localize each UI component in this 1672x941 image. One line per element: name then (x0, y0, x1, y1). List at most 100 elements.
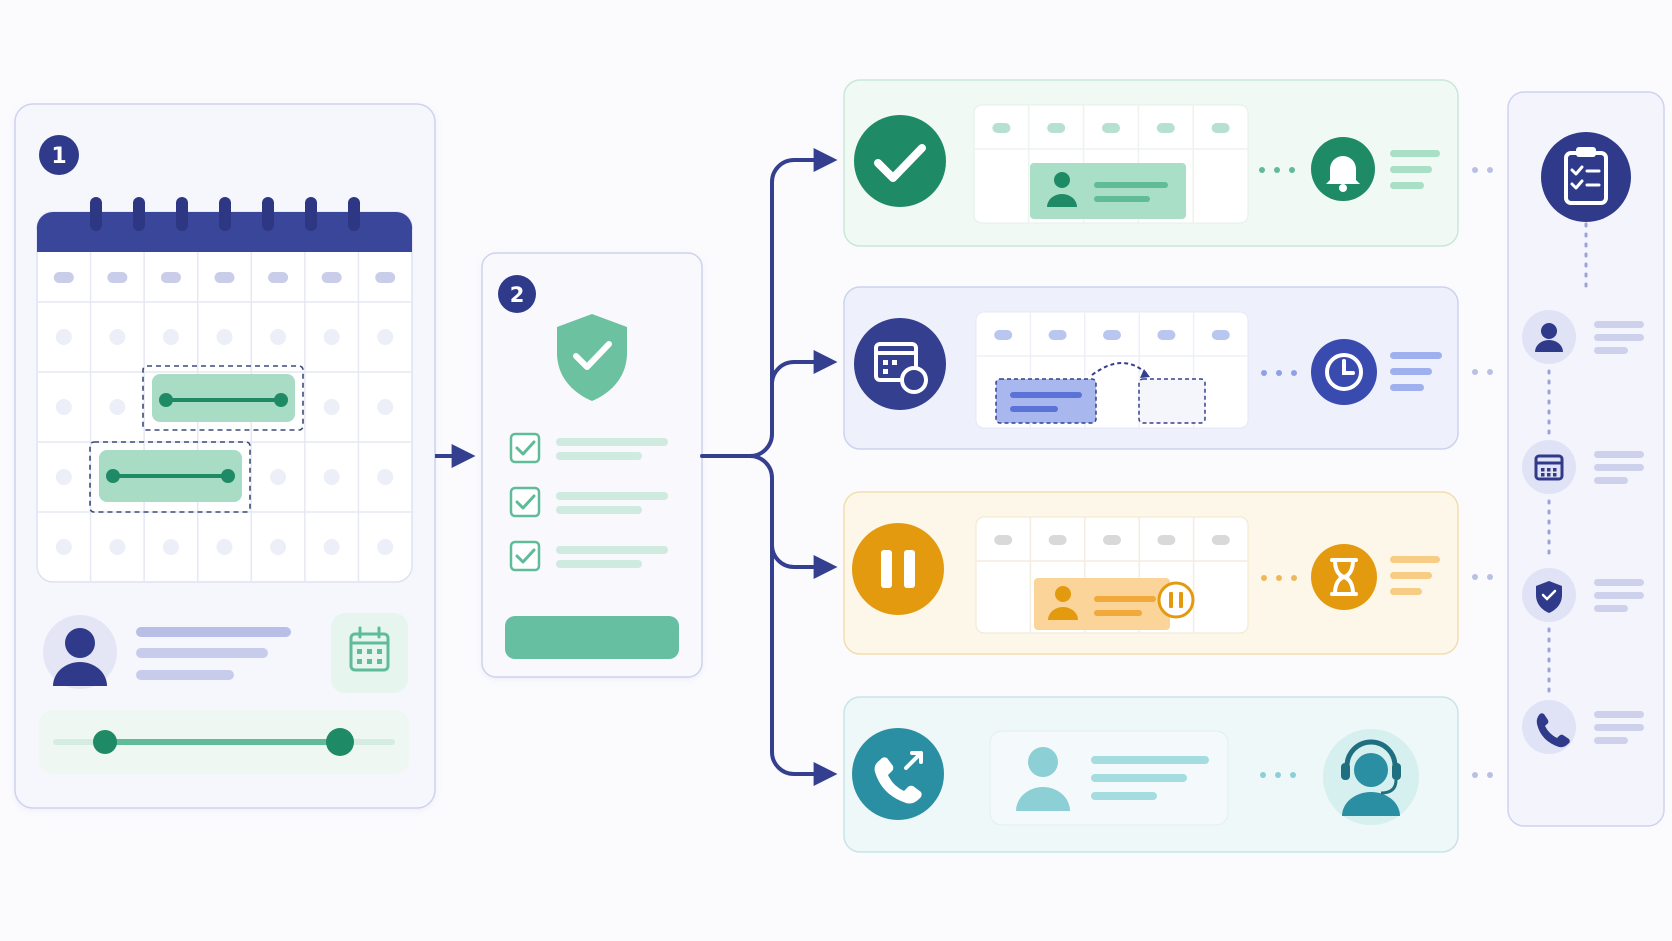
shield-check-icon (1536, 581, 1562, 613)
step-1-badge (39, 135, 79, 175)
held-slot (1034, 578, 1170, 630)
calendar-day[interactable] (55, 329, 72, 345)
weekday-label (1211, 535, 1230, 545)
calendar-day[interactable] (323, 539, 340, 555)
booked-slot (1030, 163, 1186, 219)
step-2-number: 2 (510, 283, 525, 307)
weekday-label (992, 123, 1011, 133)
calendar-day[interactable] (55, 539, 72, 555)
weekday-label (53, 272, 74, 283)
outcome-rescheduled (843, 286, 1459, 450)
calendar-day[interactable] (377, 399, 394, 415)
calendar-day[interactable] (109, 399, 126, 415)
log-entry (1522, 310, 1644, 364)
calendar-refresh-icon (854, 318, 946, 410)
calendar-day[interactable] (323, 469, 340, 485)
checkbox-checked-icon (509, 486, 541, 518)
weekday-label (160, 272, 181, 283)
weekday-label (214, 272, 235, 283)
new-slot (1138, 378, 1206, 424)
log-entry (1522, 700, 1644, 754)
calendar-header (36, 211, 413, 252)
time-range-slider[interactable] (39, 710, 409, 774)
calendar-day[interactable] (55, 469, 72, 485)
step-2-badge (498, 275, 536, 313)
calendar-day[interactable] (162, 539, 179, 555)
calendar-icon (1534, 454, 1564, 481)
calendar-day[interactable] (216, 539, 233, 555)
calendar-day[interactable] (323, 329, 340, 345)
slider-handle-end[interactable] (326, 728, 354, 756)
outcome-confirmed (843, 79, 1459, 247)
calendar-day[interactable] (216, 329, 233, 345)
weekday-label (1048, 535, 1067, 545)
mini-schedule (975, 516, 1249, 634)
checklist-item (509, 540, 668, 572)
checklist (509, 432, 668, 572)
log-connector-dots (1472, 167, 1493, 778)
calendar-icon[interactable] (331, 613, 408, 693)
step-1-number: 1 (51, 144, 66, 169)
pause-icon (852, 523, 944, 615)
outcome-on-hold (843, 491, 1459, 655)
checkbox-checked-icon (509, 540, 541, 572)
mini-schedule (975, 311, 1249, 429)
user-summary (43, 613, 408, 693)
checkmark-icon (854, 115, 946, 207)
calendar-day[interactable] (377, 469, 394, 485)
weekday-label (1047, 123, 1066, 133)
log-entry (1522, 440, 1644, 494)
calendar-day[interactable] (109, 329, 126, 345)
calendar-day[interactable] (55, 399, 72, 415)
checklist-item (509, 486, 668, 518)
user-icon (1535, 323, 1563, 352)
calendar-day[interactable] (270, 539, 287, 555)
weekday-label (268, 272, 289, 283)
weekday-label (1102, 123, 1120, 133)
weekday-label (1048, 330, 1067, 340)
mini-schedule (973, 104, 1249, 224)
weekday-label (375, 272, 396, 283)
branch-connectors (700, 148, 838, 786)
verification-panel: 2 (481, 252, 703, 678)
calendar-day[interactable] (270, 329, 287, 345)
weekday-label (107, 272, 128, 283)
original-slot (995, 378, 1097, 424)
phone-outgoing-icon (852, 728, 944, 820)
weekday-label (1157, 535, 1176, 545)
weekday-label (1156, 123, 1175, 133)
user-icon (1055, 586, 1071, 602)
weekday-label (994, 535, 1013, 545)
checkbox-checked-icon (509, 432, 541, 464)
weekday-label (321, 272, 342, 283)
slider-handle-start[interactable] (93, 730, 117, 754)
user-icon (65, 628, 95, 658)
weekday-label (1157, 330, 1176, 340)
weekday-label (1103, 330, 1121, 340)
weekday-label (1211, 123, 1230, 133)
user-icon (1028, 747, 1058, 777)
confirm-button[interactable] (505, 616, 679, 659)
weekday-label (1211, 330, 1230, 340)
weekday-label (1103, 535, 1121, 545)
clipboard-checklist-icon (1541, 132, 1631, 222)
outcome-call-support (843, 696, 1459, 853)
calendar-day[interactable] (109, 539, 126, 555)
log-entry (1522, 568, 1644, 622)
calendar-day[interactable] (162, 329, 179, 345)
calendar-rings (90, 197, 360, 231)
headset-agent-icon (1323, 729, 1419, 825)
shield-check-icon (557, 314, 627, 401)
calendar-widget[interactable] (36, 197, 413, 583)
caller-card (989, 730, 1229, 826)
selected-slot-top[interactable] (142, 365, 304, 431)
user-icon (1054, 172, 1070, 188)
booking-panel: 1 (14, 103, 436, 809)
calendar-day[interactable] (377, 329, 394, 345)
selected-slot-bottom[interactable] (89, 441, 251, 513)
checklist-item (509, 432, 668, 464)
calendar-day[interactable] (323, 399, 340, 415)
calendar-day[interactable] (270, 469, 287, 485)
calendar-day[interactable] (377, 539, 394, 555)
